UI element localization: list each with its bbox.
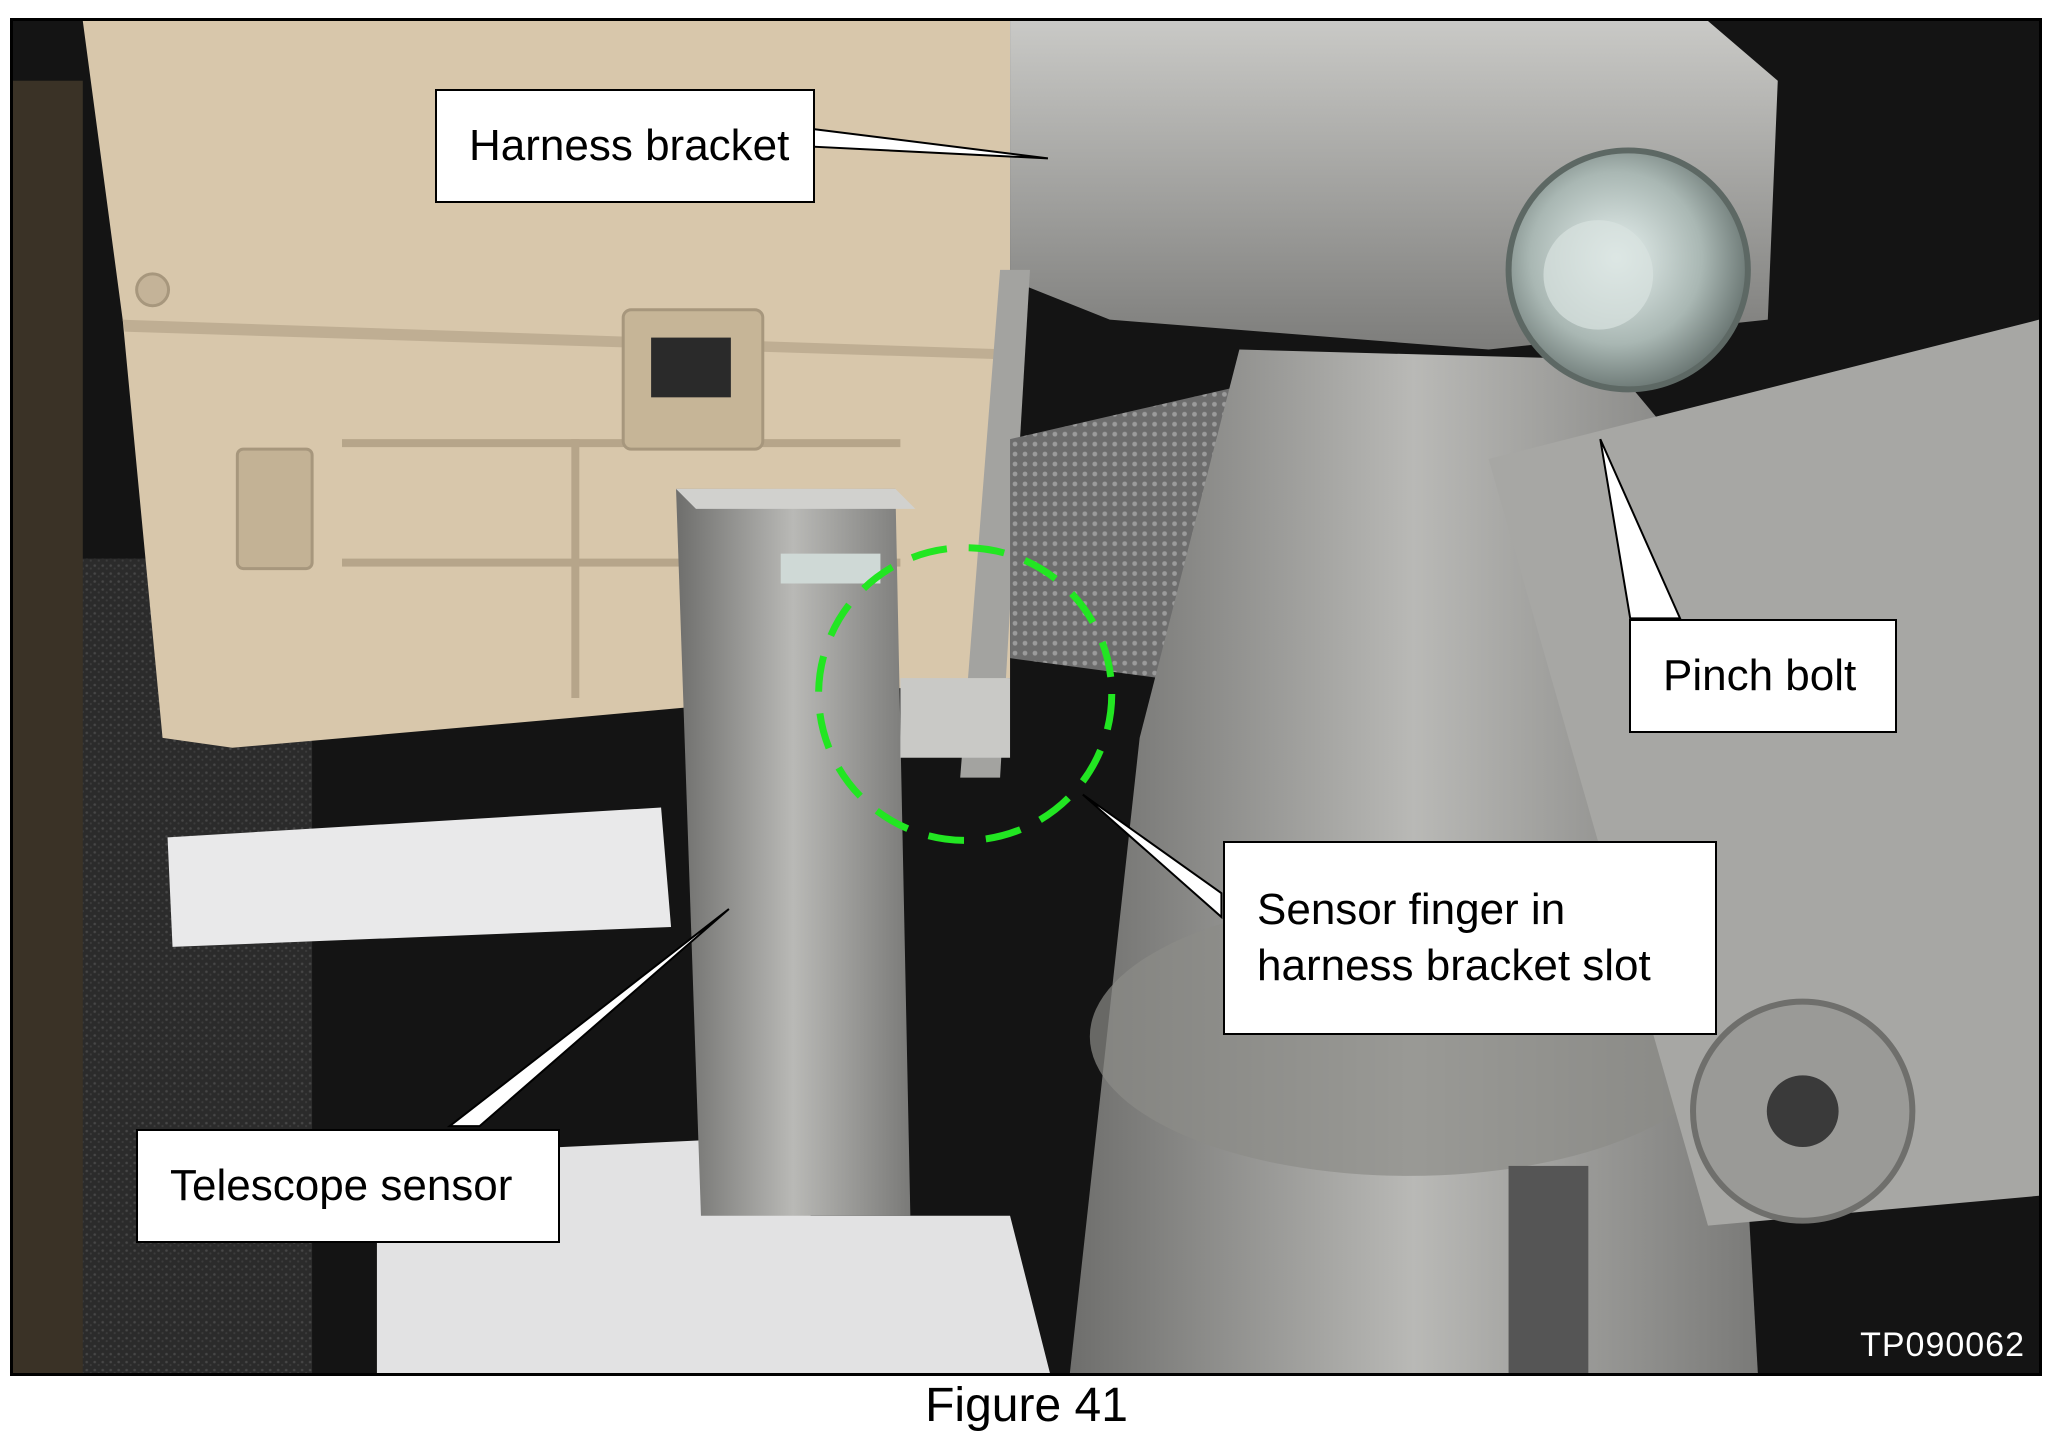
callout-sensor-finger-line1: Sensor finger in [1257,885,1566,934]
telescope-sensor-body [676,488,911,1216]
leader-sensor-finger [1082,793,1223,920]
callout-harness-bracket-label: Harness bracket [469,121,790,170]
bracket-arm [960,269,1030,778]
callout-telescope-sensor: Telescope sensor [136,1129,560,1243]
callout-telescope-sensor-label: Telescope sensor [170,1161,513,1210]
leader-telescope-sensor [446,908,730,1128]
clip [651,337,731,398]
callout-sensor-finger-line2: harness bracket slot [1257,941,1651,990]
left-edge [13,80,83,1373]
image-code: TP090062 [1860,1326,2025,1364]
callout-pinch-bolt: Pinch bolt [1629,619,1897,733]
figure-caption: Figure 41 [925,1379,1128,1432]
highlight-circle [815,544,1116,844]
leader-pinch-bolt [1599,438,1682,620]
threaded-rod [1508,1165,1589,1373]
sensor-finger [900,678,1011,758]
callout-sensor-finger: Sensor finger in harness bracket slot [1223,841,1717,1035]
white-panel-left [167,807,672,947]
callout-pinch-bolt-label: Pinch bolt [1663,651,1857,700]
callout-harness-bracket: Harness bracket [435,89,815,203]
photo: Harness bracket Pinch bolt Sensor finger… [10,18,2042,1376]
